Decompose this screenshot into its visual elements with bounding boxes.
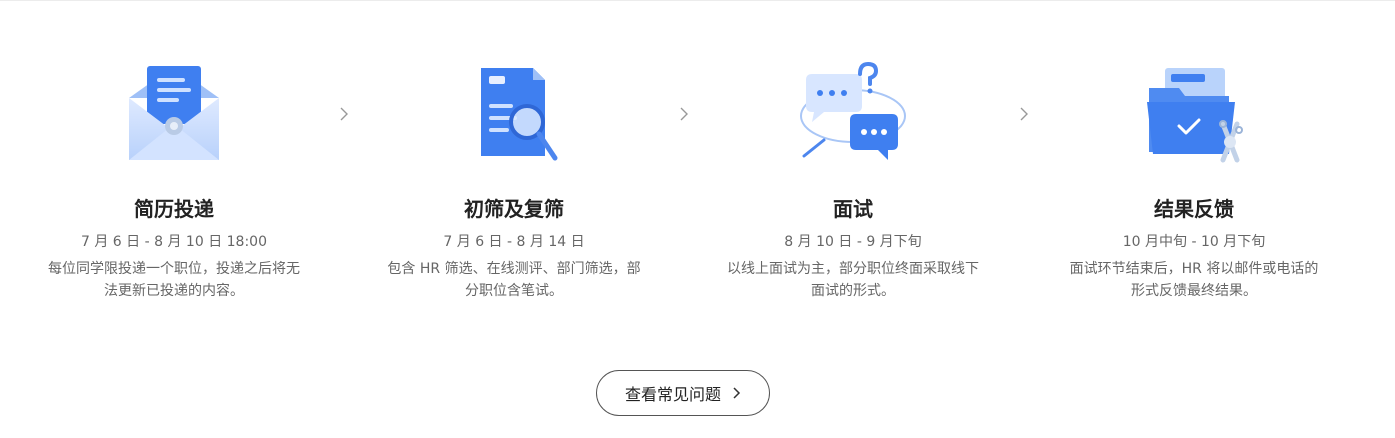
step-result-feedback: 结果反馈 10 月中旬 - 10 月下旬 面试环节结束后，HR 将以邮件或电话的…	[1044, 60, 1344, 302]
step-date: 10 月中旬 - 10 月下旬	[1122, 234, 1266, 250]
chevron-right-icon	[733, 387, 741, 399]
faq-button[interactable]: 查看常见问题	[596, 370, 770, 416]
document-search-icon	[481, 68, 558, 161]
step-description: 面试环节结束后，HR 将以邮件或电话的形式反馈最终结果。	[1069, 261, 1319, 299]
step-resume-submission: 简历投递 7 月 6 日 - 8 月 10 日 18:00 每位同学限投递一个职…	[24, 60, 324, 302]
step-title: 初筛及复筛	[464, 197, 564, 221]
step-description: 包含 HR 筛选、在线测评、部门筛选，部分职位含笔试。	[387, 261, 641, 299]
step-description: 每位同学限投递一个职位，投递之后将无法更新已投递的内容。	[48, 261, 300, 299]
step-title: 结果反馈	[1154, 197, 1234, 221]
chevron-right-icon	[1017, 104, 1031, 124]
chevron-right-icon	[677, 104, 691, 124]
envelope-icon	[129, 66, 219, 160]
step-screening: 初筛及复筛 7 月 6 日 - 8 月 14 日 包含 HR 筛选、在线测评、部…	[364, 60, 664, 302]
step-title: 简历投递	[134, 197, 214, 221]
chevron-right-icon	[337, 104, 351, 124]
step-date: 8 月 10 日 - 9 月下旬	[784, 234, 922, 250]
step-description: 以线上面试为主，部分职位终面采取线下面试的形式。	[727, 261, 979, 299]
step-interview: 面试 8 月 10 日 - 9 月下旬 以线上面试为主，部分职位终面采取线下面试…	[703, 60, 1003, 302]
step-title: 面试	[833, 197, 873, 221]
chat-bubbles-icon	[800, 61, 906, 160]
faq-button-label: 查看常见问题	[624, 385, 721, 404]
folder-check-icon	[1147, 68, 1243, 163]
top-divider	[0, 0, 1395, 1]
step-date: 7 月 6 日 - 8 月 14 日	[443, 234, 585, 250]
step-date: 7 月 6 日 - 8 月 10 日 18:00	[81, 234, 267, 250]
